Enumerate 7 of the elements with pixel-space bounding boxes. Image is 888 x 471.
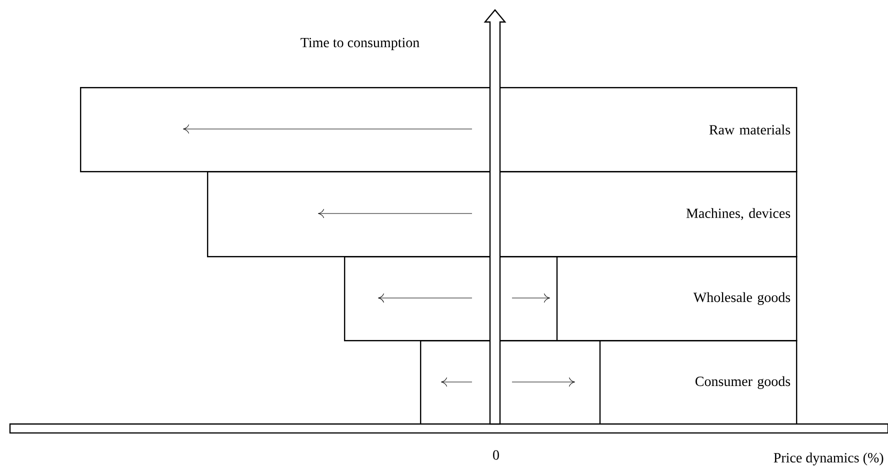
axis-label: Time to consumption [300,38,420,50]
bar: Raw materials [80,87,798,172]
bar: Wholesale goods [344,256,798,342]
bar: Machines, devices [207,171,798,258]
axis-label: Price dynamics (%) [774,452,884,466]
bar: Consumer goods [420,340,798,426]
tick-label: 0 [493,450,499,460]
